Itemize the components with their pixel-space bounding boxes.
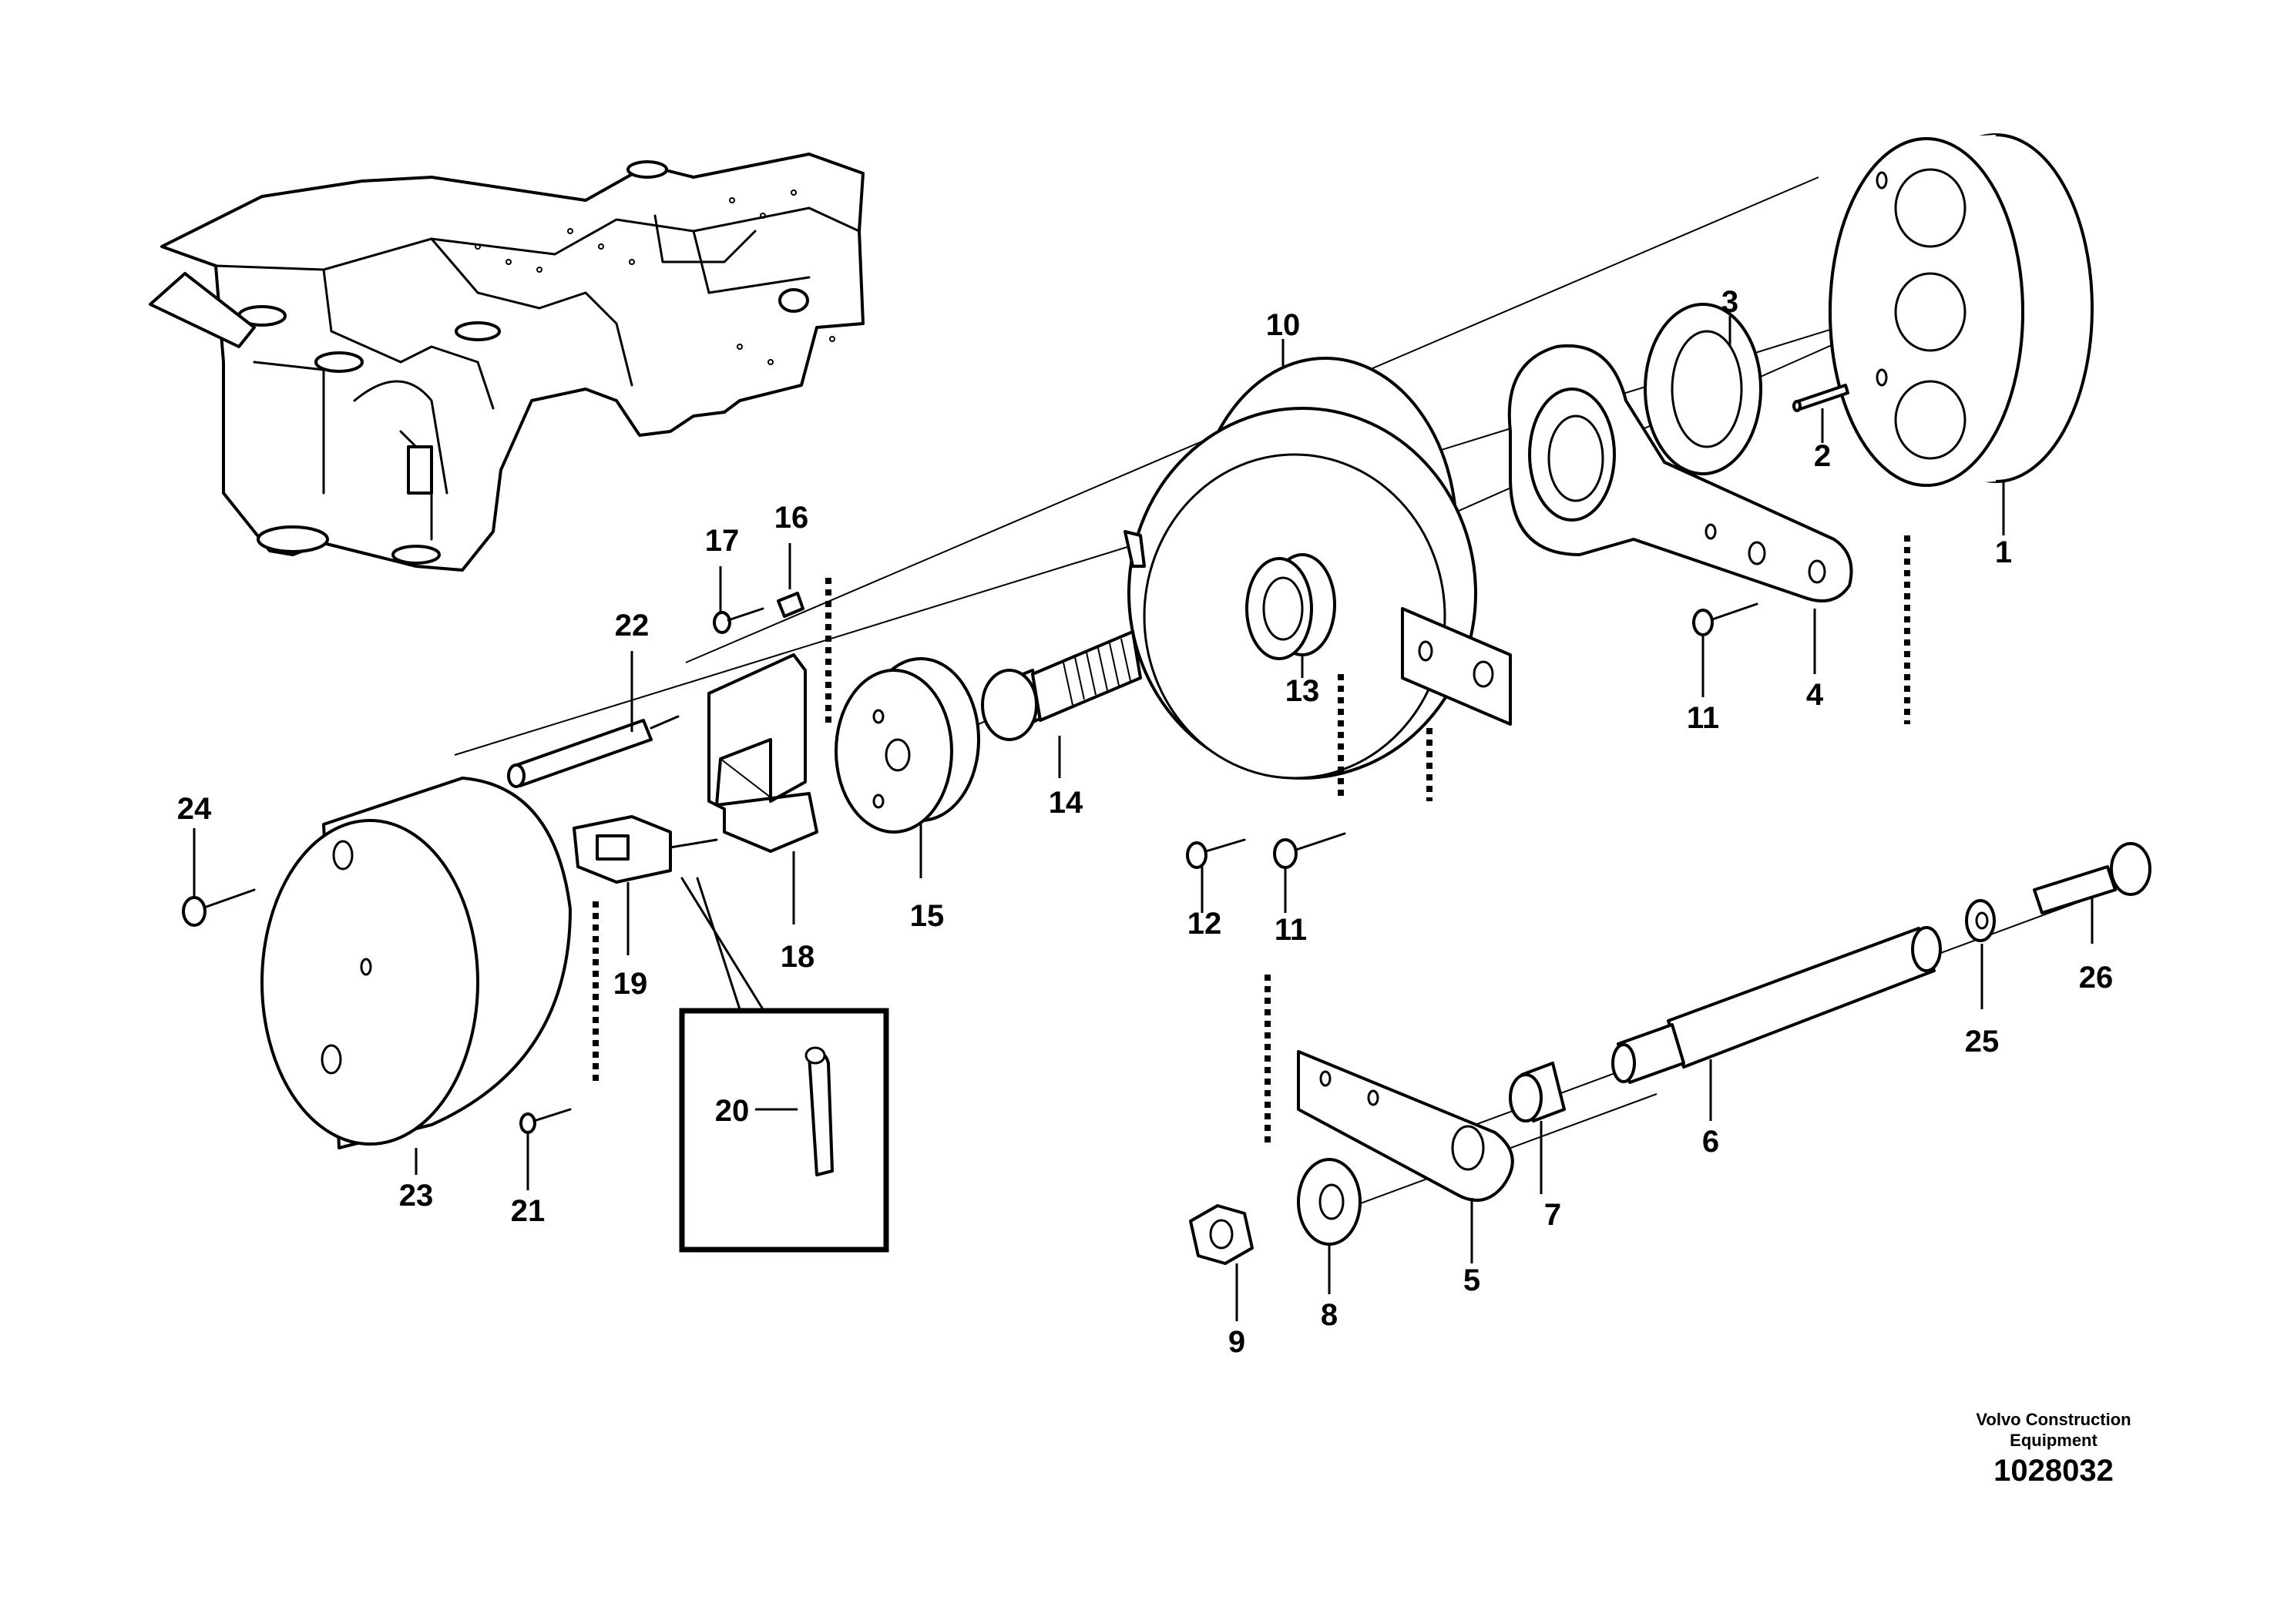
part-14-bolt — [981, 630, 1142, 741]
part-16-bushing — [777, 592, 804, 618]
part-17-bolt — [713, 607, 764, 634]
callout-23: 23 — [399, 1179, 434, 1213]
callout-14: 14 — [1049, 786, 1083, 820]
part-23-cover — [260, 777, 572, 1149]
part-12-bolt — [1186, 838, 1246, 869]
callout-7: 7 — [1544, 1198, 1561, 1232]
dashed-connectors — [593, 535, 1910, 1144]
callout-21: 21 — [511, 1194, 546, 1228]
part-3-washer — [1644, 303, 1762, 475]
callout-26: 26 — [2079, 961, 2114, 995]
part-25-washer — [1965, 899, 1996, 942]
part-26-bolt — [2033, 842, 2151, 914]
callout-11-upper: 11 — [1687, 701, 1719, 735]
brand-line-2: Equipment — [2010, 1431, 2098, 1450]
part-21-bolt — [519, 1108, 572, 1134]
part-5-link-plate — [1297, 1050, 1514, 1202]
callout-20: 20 — [715, 1094, 750, 1128]
callout-labels: 1 2 3 4 5 6 7 8 9 10 11 11 12 13 14 15 1… — [177, 285, 2114, 1359]
part-7-bushing — [1509, 1062, 1566, 1122]
callout-8: 8 — [1321, 1298, 1338, 1332]
part-22-spacer — [507, 715, 680, 788]
part-18-bracket — [707, 653, 818, 853]
part-8-washer — [1297, 1158, 1362, 1246]
part-6-shaft — [1611, 926, 1942, 1084]
callout-9: 9 — [1228, 1325, 1245, 1359]
part-13-sleeve — [1245, 553, 1336, 660]
callout-18: 18 — [781, 940, 815, 974]
part-19-sensor — [573, 815, 718, 884]
callout-17: 17 — [705, 524, 740, 558]
callout-13: 13 — [1285, 674, 1320, 708]
part-4-bearing-arm — [1507, 344, 1853, 602]
callout-22: 22 — [615, 609, 650, 643]
callout-3: 3 — [1721, 285, 1738, 319]
callout-16: 16 — [774, 501, 809, 535]
drum-mounting-plate — [1401, 607, 1512, 726]
detail-inset-box — [679, 877, 889, 1253]
callout-12: 12 — [1187, 907, 1222, 941]
part-9-nut — [1189, 1204, 1254, 1265]
callout-1: 1 — [1995, 535, 2012, 569]
drawing-id: 1028032 — [1993, 1454, 2114, 1488]
part-1-counterweight-disc — [1829, 133, 2094, 487]
callout-4: 4 — [1806, 678, 1824, 712]
callout-2: 2 — [1814, 439, 1831, 473]
callout-leaders — [193, 316, 2094, 1321]
part-2-pin — [1792, 384, 1849, 412]
callout-6: 6 — [1702, 1125, 1719, 1159]
part-11-bolt-lower — [1273, 832, 1346, 869]
callout-10: 10 — [1266, 308, 1301, 342]
callout-24: 24 — [177, 792, 212, 826]
callout-25: 25 — [1965, 1025, 2000, 1059]
callout-5: 5 — [1463, 1263, 1480, 1297]
location-arrow — [149, 272, 256, 348]
callout-19: 19 — [613, 967, 648, 1001]
brand-line-1: Volvo Construction — [1976, 1410, 2131, 1429]
callout-11-lower: 11 — [1275, 913, 1307, 947]
part-11-bolt-upper — [1692, 602, 1758, 636]
part-15-hub-disc — [835, 657, 980, 834]
callout-15: 15 — [910, 899, 945, 933]
footer: Volvo Construction Equipment 1028032 — [1976, 1410, 2131, 1488]
loader-frame-overview — [149, 153, 865, 572]
